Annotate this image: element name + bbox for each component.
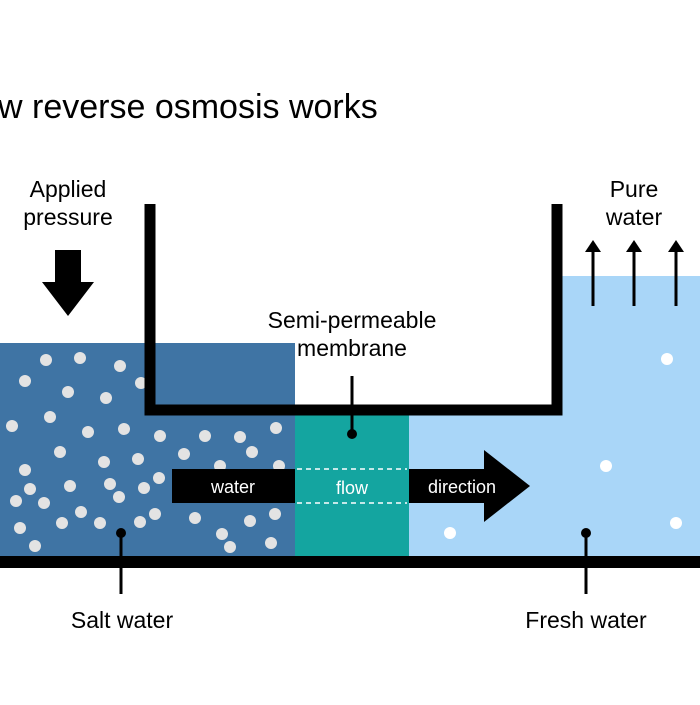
pure-water-label-line1: Pure xyxy=(610,176,659,202)
fresh-water-particles xyxy=(444,353,682,539)
salt-particle xyxy=(19,464,31,476)
diagram-title: w reverse osmosis works xyxy=(0,88,378,126)
salt-particle xyxy=(216,528,228,540)
applied-pressure-label-line2: pressure xyxy=(23,204,112,230)
salt-particle xyxy=(19,375,31,387)
salt-particle xyxy=(14,522,26,534)
membrane-label-line1: Semi-permeable xyxy=(268,307,437,333)
salt-particle xyxy=(29,540,41,552)
flow-bar-right xyxy=(409,469,485,503)
salt-particle xyxy=(118,423,130,435)
fresh-water-particle xyxy=(661,353,673,365)
salt-particle xyxy=(135,377,147,389)
salt-particle xyxy=(75,506,87,518)
flow-label-flow: flow xyxy=(336,478,369,498)
salt-particle xyxy=(154,430,166,442)
salt-particle xyxy=(234,431,246,443)
salt-particle xyxy=(269,508,281,520)
salt-particle xyxy=(64,480,76,492)
fresh-water-pointer-dot xyxy=(581,528,591,538)
salt-particle xyxy=(138,482,150,494)
salt-particle xyxy=(178,448,190,460)
salt-particle xyxy=(153,472,165,484)
salt-particle xyxy=(199,430,211,442)
container-base xyxy=(0,556,700,568)
salt-particle xyxy=(94,517,106,529)
membrane-label-line2: membrane xyxy=(297,335,407,361)
salt-particle xyxy=(244,515,256,527)
salt-water-pointer-dot xyxy=(116,528,126,538)
salt-particle xyxy=(149,508,161,520)
salt-particle xyxy=(38,497,50,509)
fresh-water-particle xyxy=(670,517,682,529)
membrane-pointer-dot xyxy=(347,429,357,439)
down-arrow-icon xyxy=(42,250,94,316)
salt-particle xyxy=(82,426,94,438)
salt-particle xyxy=(6,420,18,432)
flow-arrow-head xyxy=(484,450,530,522)
pure-water-label-line2: water xyxy=(605,204,663,230)
flow-bar-left xyxy=(172,469,295,503)
fresh-water-particle xyxy=(444,527,456,539)
salt-particle xyxy=(98,456,110,468)
salt-particle xyxy=(24,483,36,495)
salt-particle xyxy=(104,478,116,490)
fresh-water-region-upper xyxy=(562,276,700,421)
salt-particle xyxy=(62,386,74,398)
salt-particle xyxy=(132,453,144,465)
salt-particle xyxy=(114,360,126,372)
salt-particle xyxy=(44,411,56,423)
salt-particle xyxy=(134,516,146,528)
up-arrows-icon xyxy=(585,240,684,306)
salt-particle xyxy=(113,491,125,503)
salt-particle xyxy=(74,352,86,364)
salt-particle xyxy=(270,422,282,434)
applied-pressure-label-line1: Applied xyxy=(30,176,107,202)
salt-particle xyxy=(54,446,66,458)
salt-particle xyxy=(246,446,258,458)
salt-particle xyxy=(100,392,112,404)
salt-particle xyxy=(10,495,22,507)
salt-particle xyxy=(56,517,68,529)
salt-particle xyxy=(40,354,52,366)
salt-water-label: Salt water xyxy=(71,607,174,633)
flow-label-direction: direction xyxy=(428,477,496,497)
salt-particle xyxy=(265,537,277,549)
fresh-water-label: Fresh water xyxy=(525,607,647,633)
salt-particle xyxy=(189,512,201,524)
flow-label-water: water xyxy=(210,477,255,497)
salt-particle xyxy=(224,541,236,553)
fresh-water-particle xyxy=(600,460,612,472)
